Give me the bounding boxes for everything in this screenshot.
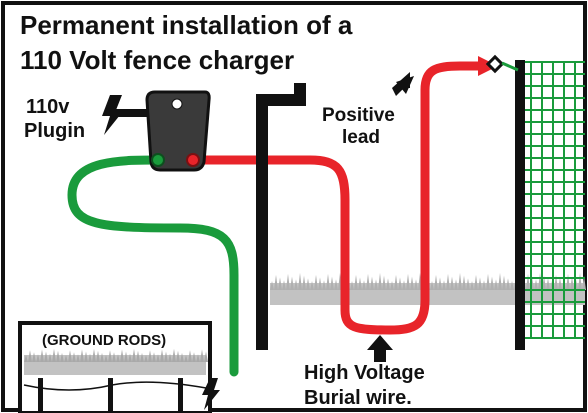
positive-label-line-2: lead	[342, 127, 380, 148]
pole-tip	[294, 83, 306, 100]
fence-mesh	[519, 61, 585, 339]
ground-rods-label: (GROUND RODS)	[42, 332, 166, 349]
ground-rod	[178, 378, 183, 413]
ground-rod	[38, 378, 43, 413]
ground-rods-panel	[18, 321, 212, 413]
burial-wire-arrow-icon	[367, 335, 393, 362]
ground-lightning-icon	[202, 378, 220, 410]
positive-lead-arrowhead	[396, 76, 414, 94]
positive-wire	[189, 61, 485, 335]
ground-wire	[67, 155, 239, 377]
plugin-label-line-2: Plugin	[24, 120, 85, 142]
fence-charger	[145, 90, 211, 172]
burial-label-line-2: Burial wire.	[304, 387, 412, 409]
plugin-label-line-1: 110v	[26, 96, 70, 118]
ground-terminal	[151, 153, 165, 167]
title-line-2: 110 Volt fence charger	[20, 45, 294, 75]
positive-terminal	[186, 153, 200, 167]
positive-label-line-1: Positive	[322, 105, 395, 126]
lightning-bolt-icon	[102, 95, 124, 135]
burial-label-line-1: High Voltage	[304, 362, 425, 384]
title-line-1: Permanent installation of a	[20, 10, 353, 40]
ground-rod	[108, 378, 113, 413]
fence-insulator	[485, 54, 519, 74]
fence-post	[515, 60, 525, 350]
